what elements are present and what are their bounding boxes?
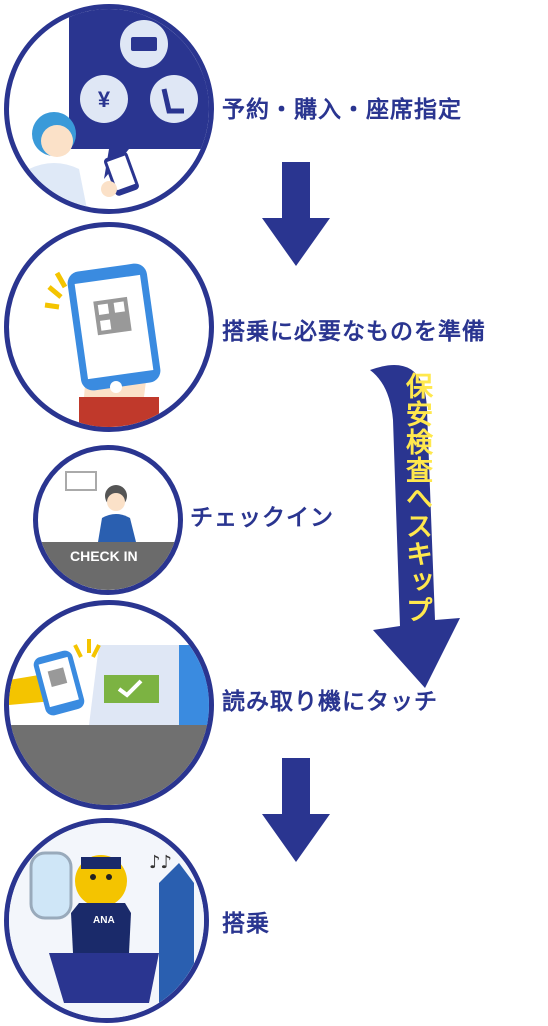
step-3-label: チェックイン	[190, 504, 334, 530]
passenger-seat	[49, 953, 159, 1003]
step-1-illustration: ¥	[4, 4, 214, 214]
down-arrow-2-icon	[262, 758, 330, 862]
skip-label: 保安検査へスキップ	[402, 372, 432, 624]
svg-text:¥: ¥	[98, 87, 111, 112]
skip-curved-arrow-icon	[370, 365, 460, 688]
qr-code-icon	[47, 667, 68, 688]
step-2-illustration	[4, 222, 214, 432]
step-3-illustration: CHECK IN	[33, 445, 183, 595]
step-1-label: 予約・購入・座席指定	[222, 96, 462, 122]
check-in-sign: CHECK IN	[70, 548, 138, 564]
step-5-illustration: ANA ♪♪	[4, 818, 209, 1023]
chat-bubble-icon	[65, 471, 97, 491]
step-2-label: 搭乗に必要なものを準備	[222, 318, 486, 344]
person-body	[24, 163, 87, 209]
agent-body	[98, 514, 136, 542]
sleeve	[79, 397, 159, 427]
down-arrow-1-icon	[262, 162, 330, 266]
speech-bubble	[69, 9, 209, 179]
step-4-label: 読み取り機にタッチ	[222, 688, 438, 714]
window-icon	[29, 851, 73, 920]
seat-back	[159, 863, 194, 1018]
music-note-icon: ♪♪	[149, 852, 172, 873]
character-body	[71, 903, 131, 953]
sparkle-icon	[44, 271, 68, 310]
step-5-label: 搭乗	[222, 910, 270, 936]
sparkle-icon	[73, 639, 101, 658]
character-badge: ANA	[93, 915, 115, 926]
step-4-illustration	[4, 600, 214, 810]
gate-counter	[9, 725, 209, 805]
qr-code-icon	[93, 296, 132, 336]
yen-icon	[80, 75, 128, 123]
seat-icon	[150, 75, 198, 123]
